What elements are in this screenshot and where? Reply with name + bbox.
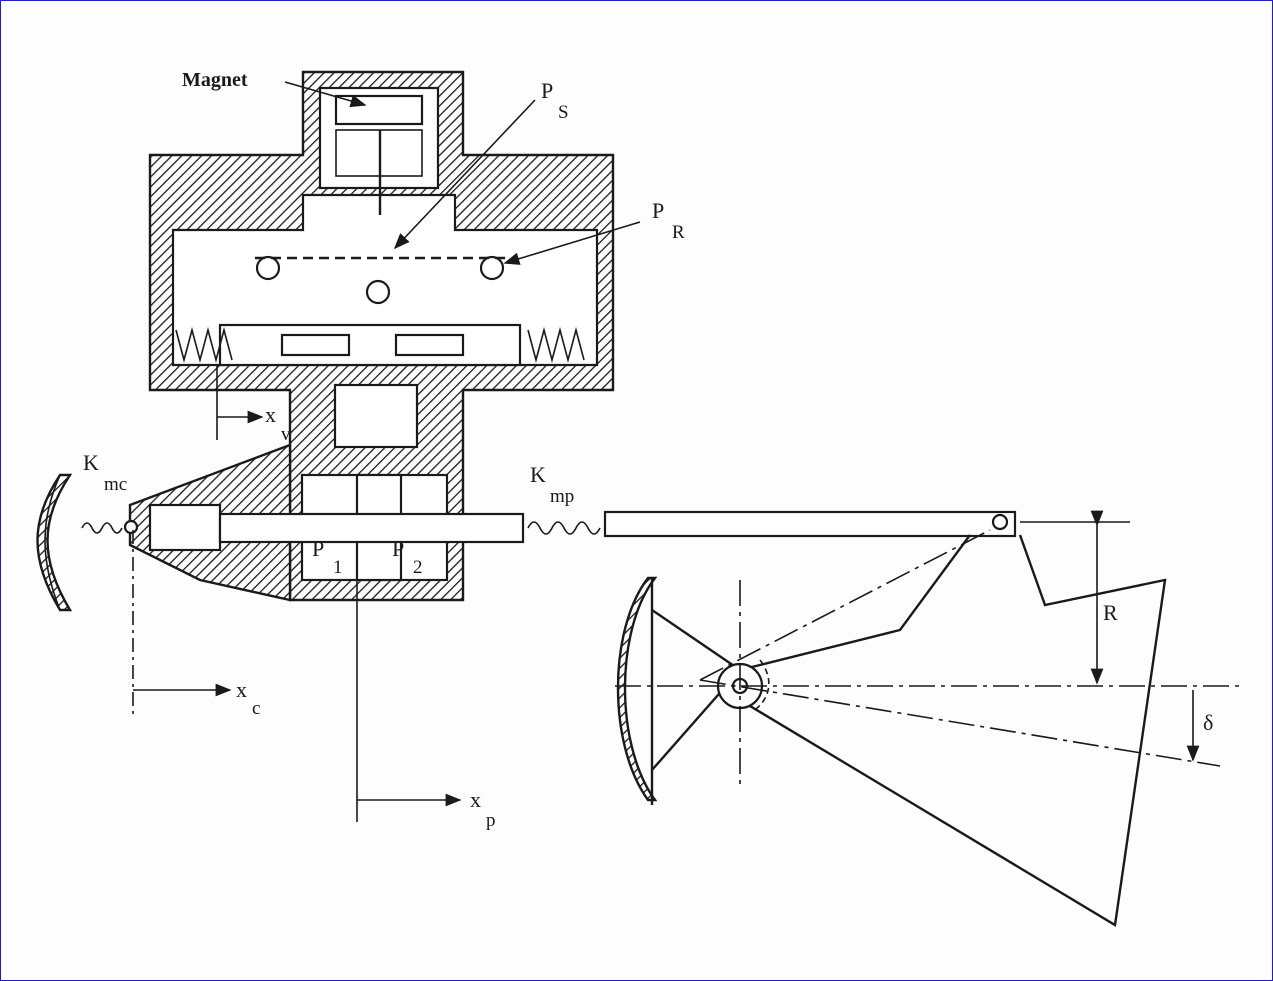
label-p1-sub: 1 [333, 557, 343, 578]
spring-kmc [81, 522, 123, 534]
rod-end-pivot [991, 513, 1009, 531]
spool-spring-left [175, 326, 233, 364]
label-xv: x [265, 402, 276, 427]
piston-guide [333, 383, 419, 449]
label-ps: P [541, 78, 553, 103]
label-xv-sub: v [281, 424, 291, 445]
label-magnet: Magnet [182, 69, 248, 91]
label-xc: x [236, 677, 247, 702]
ball-center [365, 279, 391, 305]
label-delta: δ [1203, 710, 1213, 735]
ps-leader [393, 99, 536, 250]
cam-lever [615, 521, 1240, 927]
label-r: R [1103, 600, 1118, 625]
ball-left [255, 255, 281, 281]
ball-right [479, 255, 505, 281]
left-link-slot [148, 503, 222, 552]
label-kmc-sub: mc [104, 474, 127, 495]
left-anchor [36, 473, 73, 612]
label-pr-sub: R [672, 222, 685, 243]
label-kmc: K [83, 450, 99, 475]
right-anchor [616, 576, 658, 802]
label-xp: x [470, 787, 481, 812]
spring-kmp [527, 521, 601, 535]
spool-spring-right [527, 326, 585, 364]
feedback-rod [218, 512, 525, 544]
label-kmp: K [530, 462, 546, 487]
pr-leader [503, 221, 641, 265]
label-p2: P [392, 536, 404, 561]
label-p1: P [312, 536, 324, 561]
label-kmp-sub: mp [550, 486, 574, 507]
label-xc-sub: c [252, 698, 260, 719]
label-ps-sub: S [558, 102, 569, 123]
label-p2-sub: 2 [413, 557, 423, 578]
spool [218, 323, 522, 367]
pivot-kmc [123, 519, 139, 535]
magnet-leader [284, 81, 367, 108]
label-pr: P [652, 198, 664, 223]
label-xp-sub: p [486, 810, 496, 831]
right-rod [603, 510, 1017, 538]
